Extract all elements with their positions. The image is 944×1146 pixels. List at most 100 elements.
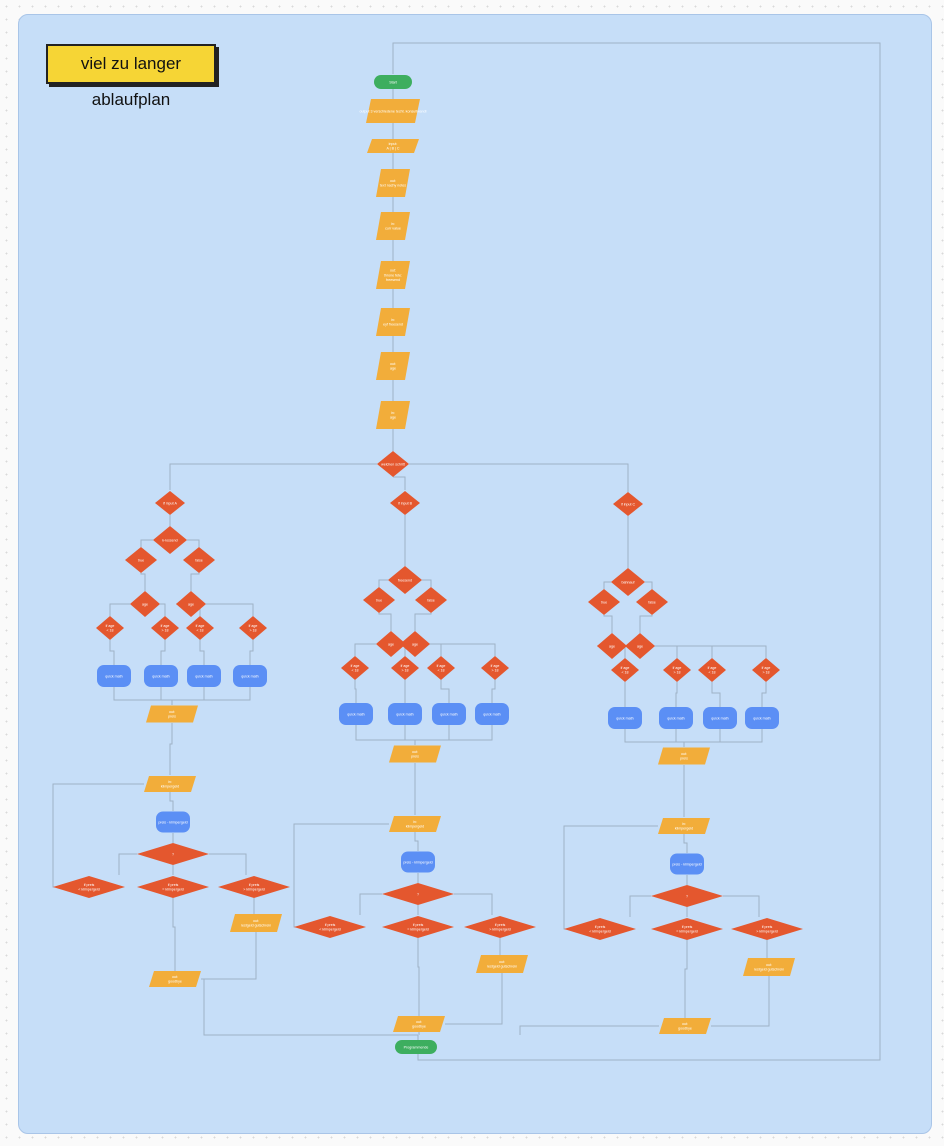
col-b-process-4[interactable]: quick math [475,703,509,725]
col-a-out-price[interactable]: out:preis [146,705,198,723]
col-a-process-4[interactable]: quick math [233,665,267,687]
col-b-compare[interactable]: ? [382,883,454,905]
col-c-split[interactable]: bahnauf [611,568,645,596]
start-terminal[interactable]: Start [374,75,412,89]
col-b-compute[interactable]: preis - klimpergeld [401,851,435,873]
col-a-compare[interactable]: ? [137,843,209,865]
col-b-no[interactable]: false [415,587,447,613]
col-b-out-change[interactable]: out:restgeld gutschrein [476,955,528,973]
connector-line [354,680,357,703]
col-c-age-b[interactable]: age [625,633,655,659]
col-a-out-change[interactable]: out:restgeld gutschrein [230,914,282,932]
col-c-process-2[interactable]: quick math [659,707,693,729]
connector-line [199,640,205,665]
col-c-no[interactable]: false [636,589,668,615]
col-c-equal-branch[interactable]: if preis= klimpergeld [651,918,723,940]
col-b-age-check-1[interactable]: if age< 18 [341,656,369,680]
connector-line [563,825,658,930]
io-step-5[interactable]: out:throne fete:freesend [376,261,410,289]
connector-line [639,615,653,633]
col-b-less-branch[interactable]: if preis> klimpergeld [464,916,536,938]
col-a-yes[interactable]: true [125,547,157,573]
col-c-process-3[interactable]: quick math [703,707,737,729]
connector-line [723,895,760,917]
title-sticky-note[interactable]: viel zu langer ablaufplan [46,44,216,109]
node-label: quick math [440,712,457,716]
col-a-greater-branch[interactable]: if preis< klimpergeld [53,876,125,898]
col-c-age-check-2[interactable]: if age> 18 [663,658,691,682]
connector-line [430,643,496,656]
node-label: in:eyf freesend [383,318,403,327]
col-a-age-check-3[interactable]: if age< 18 [186,616,214,640]
col-a-goodbye[interactable]: out:goodbye [149,971,201,987]
col-c-yes[interactable]: true [588,589,620,615]
col-c-age-check-4[interactable]: if age> 18 [752,658,780,682]
connector-line [140,573,146,591]
connector-line [140,539,153,547]
col-c-age-a[interactable]: age [597,633,627,659]
col-b-process-1[interactable]: quick math [339,703,373,725]
col-b-equal-branch[interactable]: if preis= klimpergeld [382,916,454,938]
decision-welchen-schritt[interactable]: welchen schritt [377,451,409,477]
connector-line [201,978,418,1036]
col-c-greater-branch[interactable]: if preis< klimpergeld [564,918,636,940]
col-b-out-price[interactable]: out:preis [389,745,441,763]
col-c-in-money[interactable]: in:klimpergeld [658,818,710,834]
io-step-4[interactable]: in:curr value [376,212,410,240]
col-a-process-3[interactable]: quick math [187,665,221,687]
col-c-process-4[interactable]: quick math [745,707,779,729]
col-b-in-money[interactable]: in:klimpergeld [389,816,441,832]
col-c-age-check-1[interactable]: if age< 18 [611,658,639,682]
col-c-out-change[interactable]: out:restgeld gutschrein [743,958,795,976]
connector-line [206,603,254,616]
col-c-condition[interactable]: if input C [613,492,643,516]
col-b-yes[interactable]: true [363,587,395,613]
col-b-process-2[interactable]: quick math [388,703,422,725]
col-b-age-check-2[interactable]: if age> 18 [391,656,419,680]
node-label: true [601,600,607,604]
connector-line [417,938,420,1016]
col-b-goodbye[interactable]: out:goodbye [393,1016,445,1032]
col-a-equal-branch[interactable]: if preis= klimpergeld [137,876,209,898]
connector-line [414,832,419,851]
io-step-8[interactable]: in:age [376,401,410,429]
end-terminal[interactable]: Programmende [395,1040,437,1054]
col-a-split[interactable]: k-lossend [153,526,187,554]
col-a-less-branch[interactable]: if preis> klimpergeld [218,876,290,898]
col-c-out-price[interactable]: out:preis [658,747,710,765]
col-b-split[interactable]: freesend [388,566,422,594]
col-c-goodbye[interactable]: out:goodbye [659,1018,711,1034]
col-a-age-check-2[interactable]: if age> 18 [151,616,179,640]
col-a-process-2[interactable]: quick math [144,665,178,687]
col-b-process-3[interactable]: quick math [432,703,466,725]
col-a-no[interactable]: false [183,547,215,573]
col-b-age-check-4[interactable]: if age> 18 [481,656,509,680]
col-b-age-a[interactable]: age [376,631,406,657]
col-c-less-branch[interactable]: if preis> klimpergeld [731,918,803,940]
col-c-age-check-3[interactable]: if age< 18 [698,658,726,682]
col-a-age-check-1[interactable]: if age< 18 [96,616,124,640]
col-a-compute[interactable]: preis - klimpergeld [156,811,190,833]
col-c-process-1[interactable]: quick math [608,707,642,729]
col-a-condition[interactable]: if input A [155,491,185,515]
col-b-condition[interactable]: if input B [390,491,420,515]
col-c-compare[interactable]: ? [651,885,723,907]
col-b-greater-branch[interactable]: if preis< klimpergeld [294,916,366,938]
io-step-7[interactable]: out:age [376,352,410,380]
node-label: false [195,558,203,562]
io-step-3[interactable]: out:text nachy notes [376,169,410,197]
connector-line [52,783,144,888]
col-a-in-money[interactable]: in:klimpergeld [144,776,196,792]
col-a-age-check-4[interactable]: if age> 18 [239,616,267,640]
col-a-age-b[interactable]: age [176,591,206,617]
col-a-age-a[interactable]: age [130,591,160,617]
col-a-process-1[interactable]: quick math [97,665,131,687]
col-b-age-check-3[interactable]: if age< 18 [427,656,455,680]
io-step-6[interactable]: in:eyf freesend [376,308,410,336]
io-step-1[interactable]: output 3 verschiedene techt. konsultwand… [360,99,427,123]
connector-line [201,932,257,980]
col-c-compute[interactable]: preis - klimpergeld [670,853,704,875]
io-step-2[interactable]: input:A | B | C [367,139,419,153]
col-b-age-b[interactable]: age [400,631,430,657]
node-label: welchen schritt [381,462,405,466]
